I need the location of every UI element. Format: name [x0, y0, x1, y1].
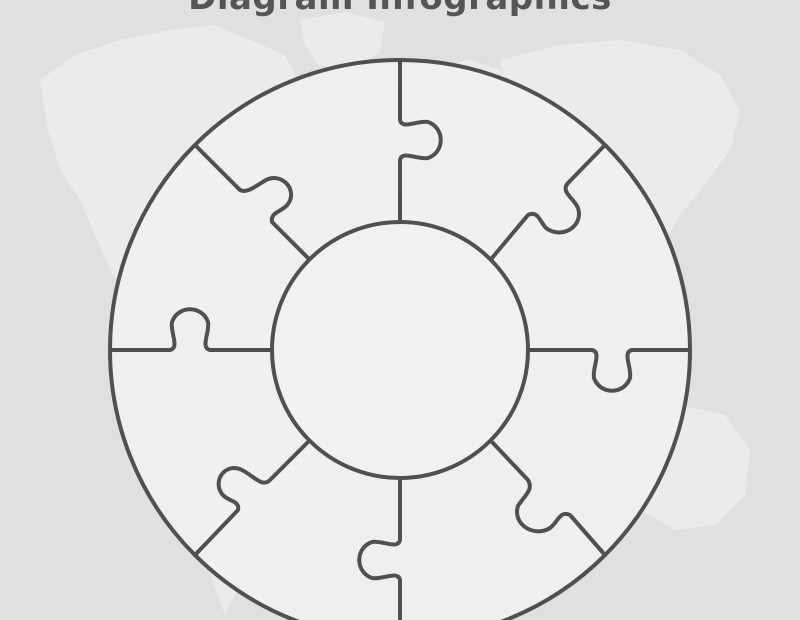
piece-dividers [108, 58, 692, 620]
divider-top [398, 58, 443, 224]
divider-bottom [357, 476, 402, 620]
divider-right [526, 348, 692, 393]
divider-left [108, 307, 274, 352]
continent-greenland [300, 12, 385, 72]
diagram-title: Diagram Infographics [0, 0, 800, 18]
divider-upper-right [490, 143, 607, 260]
divider-lower-left [193, 440, 310, 557]
center-circle [270, 220, 530, 480]
divider-lower-right [490, 440, 607, 557]
divider-upper-left [193, 143, 310, 260]
